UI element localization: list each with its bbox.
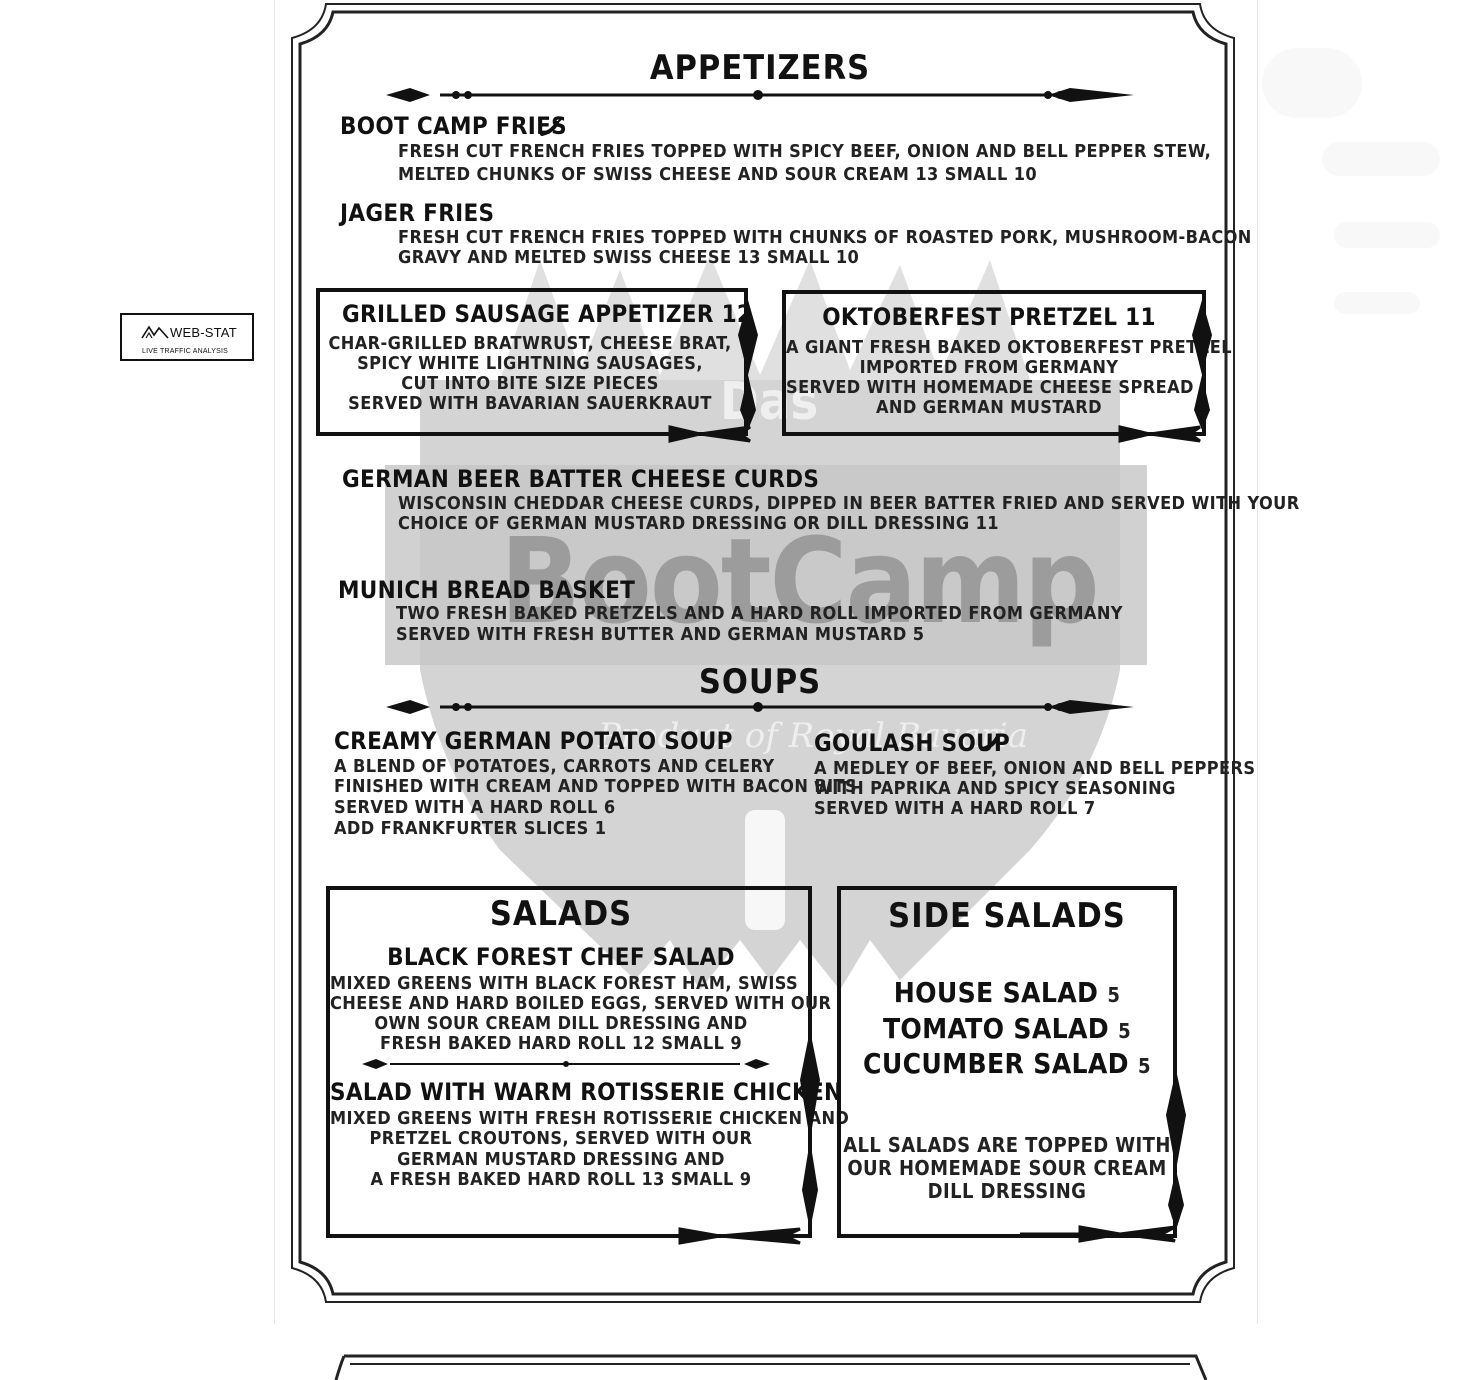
potato-soup-name: CREAMY GERMAN POTATO SOUP	[334, 727, 733, 755]
goulash-soup-name: GOULASH SOUP	[814, 729, 1011, 757]
potato-soup-desc-3: SERVED WITH A HARD ROLL 6	[334, 797, 616, 818]
side-salads-heading: SIDE SALADS	[888, 896, 1126, 936]
potato-soup-desc-2: FINISHED WITH CREAM AND TOPPED WITH BACO…	[334, 776, 858, 797]
chef-salad-desc-4: FRESH BAKED HARD ROLL 12 SMALL 9	[380, 1033, 742, 1054]
bread-basket-desc-2: SERVED WITH FRESH BUTTER AND GERMAN MUST…	[396, 624, 925, 645]
ghost-shape	[1322, 142, 1440, 176]
cucumber-salad-name: CUCUMBER SALAD	[863, 1047, 1129, 1080]
sausage-desc-1: CHAR-GRILLED BRATWRUST, CHEESE BRAT,	[328, 333, 732, 354]
pretzel-name: OKTOBERFEST PRETZEL 11	[822, 303, 1156, 331]
boot-camp-fries-desc-2: MELTED CHUNKS OF SWISS CHEESE AND SOUR C…	[398, 164, 1038, 185]
sausage-desc-4: SERVED WITH BAVARIAN SAUERKRAUT	[348, 393, 712, 414]
soups-heading: SOUPS	[698, 662, 822, 702]
tomato-salad-line: TOMATO SALAD 5	[841, 1012, 1173, 1045]
appetizers-heading: APPETIZERS	[649, 48, 871, 88]
sausage-desc-3: CUT INTO BITE SIZE PIECES	[401, 373, 659, 394]
cucumber-salad-line: CUCUMBER SALAD 5	[841, 1047, 1173, 1080]
sausage-desc-2: SPICY WHITE LIGHTNING SAUSAGES,	[357, 353, 703, 374]
chef-salad-desc-2: CHEESE AND HARD BOILED EGGS, SERVED WITH…	[330, 993, 832, 1014]
pretzel-desc-4: AND GERMAN MUSTARD	[875, 397, 1103, 418]
chicken-salad-desc-2: PRETZEL CROUTONS, SERVED WITH OUR	[369, 1128, 753, 1149]
chef-salad-name: BLACK FOREST CHEF SALAD	[387, 943, 735, 971]
ghost-shape	[1334, 292, 1420, 314]
cucumber-salad-price: 5	[1138, 1054, 1151, 1078]
cheese-curds-name: GERMAN BEER BATTER CHEESE CURDS	[342, 465, 820, 493]
pretzel-desc-1: A GIANT FRESH BAKED OKTOBERFEST PRETZEL	[786, 337, 1232, 358]
web-stat-widget[interactable]: WEB-STAT LIVE TRAFFIC ANALYSIS	[120, 313, 254, 361]
menu-page	[274, 0, 1258, 1324]
watermark-script: Product of Royal Bavaria	[598, 716, 1028, 756]
bread-basket-desc-1: TWO FRESH BAKED PRETZELS AND A HARD ROLL…	[396, 603, 1123, 624]
web-stat-brand: WEB-STAT	[170, 325, 237, 340]
web-stat-logo-icon	[141, 325, 169, 339]
pretzel-desc-3: SERVED WITH HOMEMADE CHEESE SPREAD	[786, 377, 1194, 398]
tomato-salad-name: TOMATO SALAD	[882, 1012, 1109, 1045]
jager-fries-name: JAGER FRIES	[340, 199, 495, 227]
bread-basket-name: MUNICH BREAD BASKET	[338, 576, 636, 604]
watermark-das: Das	[720, 372, 819, 432]
house-salad-price: 5	[1107, 983, 1121, 1007]
house-salad-name: HOUSE SALAD	[893, 976, 1099, 1009]
chicken-salad-desc-4: A FRESH BAKED HARD ROLL 13 SMALL 9	[370, 1169, 752, 1190]
goulash-soup-desc-3: SERVED WITH A HARD ROLL 7	[814, 798, 1096, 819]
sausage-name: GRILLED SAUSAGE APPETIZER 12	[342, 300, 753, 328]
potato-soup-desc-1: A BLEND OF POTATOES, CARROTS AND CELERY	[334, 756, 775, 777]
ornamental-divider-icon	[386, 88, 1134, 102]
box-ornaments	[620, 300, 1212, 443]
chicken-salad-name: SALAD WITH WARM ROTISSERIE CHICKEN	[330, 1078, 843, 1106]
bootcamp-watermark-logo	[385, 255, 1147, 990]
jager-fries-desc-2: GRAVY AND MELTED SWISS CHEESE 13 SMALL 1…	[398, 247, 860, 268]
web-stat-tagline: LIVE TRAFFIC ANALYSIS	[142, 348, 229, 355]
salads-heading: SALADS	[489, 894, 633, 934]
boot-camp-fries-desc-1: FRESH CUT FRENCH FRIES TOPPED WITH SPICY…	[398, 141, 1212, 162]
ghost-shape	[1334, 222, 1440, 248]
cheese-curds-desc-1: WISCONSIN CHEDDAR CHEESE CURDS, DIPPED I…	[398, 493, 1300, 514]
pretzel-desc-2: IMPORTED FROM GERMANY	[859, 357, 1119, 378]
chili-pepper-icon	[980, 733, 1002, 751]
ghost-shape	[1262, 48, 1362, 118]
chef-salad-desc-3: OWN SOUR CREAM DILL DRESSING AND	[374, 1013, 748, 1034]
side-salads-note-1: ALL SALADS ARE TOPPED WITH	[843, 1133, 1171, 1157]
ornamental-divider-icon	[386, 700, 1134, 714]
side-salads-note-3: DILL DRESSING	[927, 1179, 1087, 1203]
cheese-curds-desc-2: CHOICE OF GERMAN MUSTARD DRESSING OR DIL…	[398, 513, 999, 534]
chef-salad-desc-1: MIXED GREENS WITH BLACK FOREST HAM, SWIS…	[330, 973, 799, 994]
potato-soup-desc-4: ADD FRANKFURTER SLICES 1	[334, 818, 607, 839]
chicken-salad-desc-3: GERMAN MUSTARD DRESSING AND	[397, 1149, 725, 1170]
house-salad-line: HOUSE SALAD 5	[841, 976, 1173, 1009]
goulash-soup-desc-1: A MEDLEY OF BEEF, ONION AND BELL PEPPERS	[814, 758, 1256, 779]
chicken-salad-desc-1: MIXED GREENS WITH FRESH ROTISSERIE CHICK…	[330, 1108, 850, 1129]
side-salads-box	[837, 886, 1177, 1238]
ornamental-divider-icon	[362, 1059, 770, 1069]
chili-pepper-icon	[540, 118, 562, 136]
side-salads-note-2: OUR HOMEMADE SOUR CREAM	[847, 1156, 1167, 1180]
lower-box-ornaments	[620, 1030, 1186, 1245]
goulash-soup-desc-2: WITH PAPRIKA AND SPICY SEASONING	[814, 778, 1176, 799]
jager-fries-desc-1: FRESH CUT FRENCH FRIES TOPPED WITH CHUNK…	[398, 227, 1252, 248]
watermark-bootcamp: BootCamp	[500, 512, 1100, 650]
boot-camp-fries-name: BOOT CAMP FRIES	[340, 112, 567, 140]
tomato-salad-price: 5	[1118, 1019, 1132, 1043]
